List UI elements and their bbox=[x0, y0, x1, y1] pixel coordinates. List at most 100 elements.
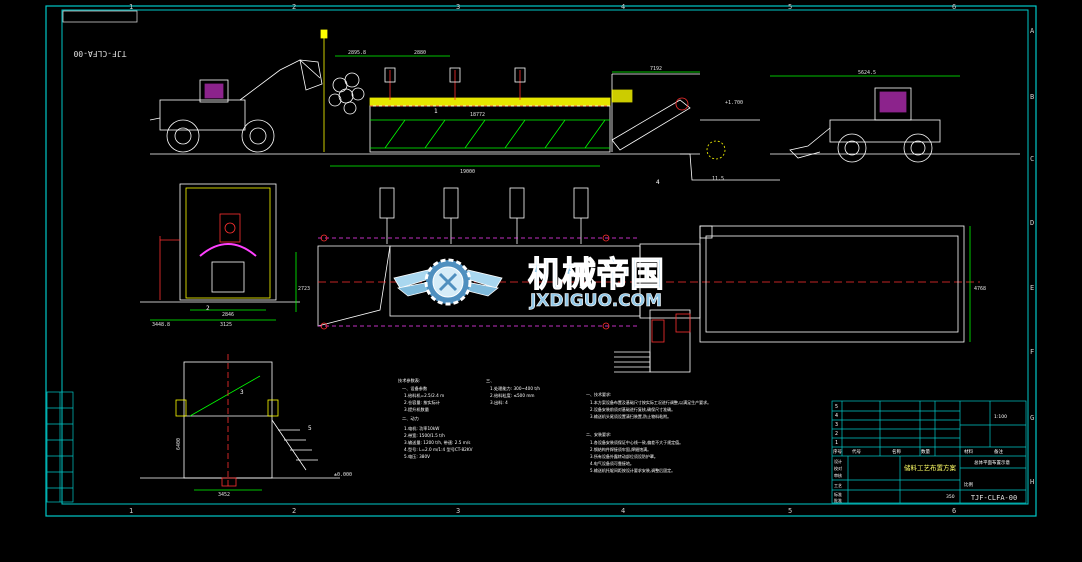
tb-row-2: 2 bbox=[835, 431, 838, 437]
dim-d2: 2880 bbox=[414, 50, 426, 56]
callout-2: 2 bbox=[206, 305, 210, 312]
drawing-subtitle: 总体平面布置示意 bbox=[974, 459, 1010, 466]
dim-d14: ±0.000 bbox=[334, 472, 352, 478]
dim-d4: 5624.5 bbox=[858, 70, 876, 76]
grid-label-bottom-1: 1 bbox=[129, 507, 133, 515]
tb-left-1: 校对 bbox=[834, 465, 842, 471]
watermark: 机械帝国 JXDIGUO.COM bbox=[393, 254, 665, 311]
notes-1-line-2: 2.仓容量: 按实际计 bbox=[404, 399, 440, 406]
lower-section-view bbox=[140, 354, 340, 491]
tb-left-0: 设计 bbox=[834, 458, 842, 464]
dim-d13: 11.5 bbox=[712, 176, 724, 182]
notes-1-title: 技术参数表: bbox=[398, 377, 420, 384]
dim-d11: 4768 bbox=[974, 286, 986, 292]
notes-1-line-1: 1.给料机=2.5/2.4 m bbox=[404, 392, 444, 399]
notes-2-title: 三、 bbox=[486, 378, 494, 383]
tb-header-0: 序号 bbox=[833, 448, 842, 455]
notes-3-line-2: 3.输送机头尾须设置清扫装置,防止物料粘附。 bbox=[590, 413, 671, 419]
tb-left-3: 工艺 bbox=[834, 483, 842, 488]
dim-d6: 18772 bbox=[470, 112, 485, 118]
elevation-view bbox=[149, 29, 1020, 181]
grid-label-top-1: 1 bbox=[129, 3, 133, 11]
left-revision-strip bbox=[46, 391, 74, 503]
drawing-scale-label: 比例 bbox=[964, 481, 973, 488]
grid-label-bottom-4: 4 bbox=[621, 507, 625, 515]
callout-3: 3 bbox=[240, 389, 244, 396]
title-block bbox=[831, 400, 1027, 504]
grid-label-right-C: C bbox=[1030, 155, 1034, 163]
notes-2-line-0: 1.处理能力: 300~400 t/h bbox=[490, 385, 540, 392]
notes-4-line-4: 5.输送机托辊间距按设计要求安装,调整后固定。 bbox=[590, 467, 675, 473]
bottom-grid-labels: 1 2 3 4 5 6 bbox=[129, 507, 956, 515]
grid-label-top-5: 5 bbox=[788, 3, 792, 11]
notes-3-line-1: 2.设备安装前须对基础进行复核,确保尺寸准确。 bbox=[590, 406, 675, 412]
drawing-title: 储料工艺布置方案 bbox=[904, 463, 957, 472]
notes-1-line-0: 一、设备参数 bbox=[402, 385, 428, 392]
tb-header-4: 材料 bbox=[964, 448, 973, 455]
watermark-url: JXDIGUO.COM bbox=[529, 291, 662, 311]
notes-3-line-0: 1.本方案设备布置及基础尺寸按实际工况进行调整,以满足生产要求。 bbox=[590, 399, 711, 405]
callout-4: 4 bbox=[656, 179, 660, 186]
tb-row-1: 1 bbox=[835, 440, 838, 446]
dim-d10: 3452 bbox=[218, 492, 230, 498]
grid-label-top-6: 6 bbox=[952, 3, 956, 11]
drawing-sheet-info: 1:100 bbox=[994, 414, 1007, 420]
side-section-view bbox=[140, 183, 300, 321]
title-block-row-numbers: 5 4 3 2 1 bbox=[835, 404, 838, 446]
grid-label-right-D: D bbox=[1030, 219, 1034, 227]
tb-header-2: 名称 bbox=[892, 448, 901, 455]
grid-label-right-B: B bbox=[1030, 93, 1034, 101]
lower-section-labels: 3 5 3452 ±0.000 6400 bbox=[176, 389, 352, 498]
grid-label-right-G: G bbox=[1030, 414, 1034, 422]
elevation-callouts: 1 4 bbox=[434, 108, 660, 186]
notes-1-line-9: 5.电压: 380V bbox=[404, 453, 430, 460]
dim-d12: 2723 bbox=[298, 286, 310, 292]
dim-d8: 3125 bbox=[220, 322, 232, 328]
tb-row-4: 4 bbox=[835, 413, 838, 419]
grid-label-top-2: 2 bbox=[292, 3, 296, 11]
notes-block-2: 三、 1.处理能力: 300~400 t/h 2.给料粒度: ≤500 mm 3… bbox=[486, 378, 540, 406]
dim-d7: 3448.8 bbox=[152, 322, 170, 328]
dim-d9: 2846 bbox=[222, 312, 234, 318]
side-section-dims: 3448.8 3125 2846 2 bbox=[152, 305, 234, 328]
title-block-header: 序号 代号 名称 数量 材料 备注 bbox=[833, 448, 1003, 455]
notes-1-line-6: 2.带宽: 1500/1.5 t/h bbox=[404, 432, 445, 439]
tb-header-5: 备注 bbox=[994, 448, 1003, 455]
notes-3-title: 一、技术要求: bbox=[586, 391, 611, 397]
tb-header-1: 代号 bbox=[852, 448, 861, 455]
grid-label-top-3: 3 bbox=[456, 3, 460, 11]
notes-block-3: 一、技术要求: 1.本方案设备布置及基础尺寸按实际工况进行调整,以满足生产要求。… bbox=[586, 391, 711, 473]
grid-label-bottom-3: 3 bbox=[456, 507, 460, 515]
grid-label-top-4: 4 bbox=[621, 3, 625, 11]
notes-block-1: 技术参数表: 一、设备参数 1.给料机=2.5/2.4 m 2.仓容量: 按实际… bbox=[398, 377, 473, 460]
tb-header-3: 数量 bbox=[921, 448, 930, 455]
tb-row-5: 5 bbox=[835, 404, 838, 410]
wheel-loader-right bbox=[789, 87, 941, 163]
tb-row-3: 3 bbox=[835, 422, 838, 428]
notes-1-line-7: 3.输送量: 1200 t/h, 带速: 2.5 m/s bbox=[404, 439, 470, 446]
title-block-main: 储料工艺布置方案 总体平面布置示意 比例 1:100 350 TJF-CLFA-… bbox=[904, 414, 1017, 502]
tb-left-4: 标准 bbox=[834, 491, 842, 497]
notes-2-line-2: 3.出料: 4 bbox=[490, 399, 508, 406]
callout-5: 5 bbox=[308, 425, 312, 432]
notes-1-line-3: 3.提升机数量 bbox=[404, 406, 429, 413]
dim-d3: 7192 bbox=[650, 66, 662, 72]
notes-1-line-8: 4.型号: L=2.0 m/1:4 型号CT-82KV bbox=[404, 446, 473, 453]
drawing-weight: 350 bbox=[946, 494, 955, 500]
title-block-left-column: 设计 校对 审核 工艺 标准 批准 bbox=[834, 458, 842, 503]
outer-frame bbox=[45, 5, 1037, 517]
dim-d5: 19000 bbox=[460, 169, 475, 175]
dim-d15: +1.700 bbox=[725, 100, 743, 106]
grid-label-right-H: H bbox=[1030, 478, 1034, 486]
notes-4-line-1: 2.钢结构件焊接须牢固,焊缝饱满。 bbox=[590, 446, 651, 452]
drawing-code-rotated: TJF-CLFA-00 bbox=[73, 49, 126, 58]
notes-2-line-1: 2.给料粒度: ≤500 mm bbox=[490, 392, 534, 399]
elevation-dimensions: 2895.8 2880 7192 5624.5 19000 18772 +1.7… bbox=[348, 50, 876, 182]
plan-view-dims: 4768 2723 bbox=[298, 286, 986, 292]
watermark-brand: 机械帝国 bbox=[528, 255, 664, 295]
drawing-code: TJF-CLFA-00 bbox=[971, 494, 1017, 502]
notes-1-line-5: 1.电机: 功率10kW bbox=[404, 425, 439, 432]
grid-label-bottom-6: 6 bbox=[952, 507, 956, 515]
top-grid-labels: 1 2 3 4 5 6 bbox=[129, 3, 956, 11]
